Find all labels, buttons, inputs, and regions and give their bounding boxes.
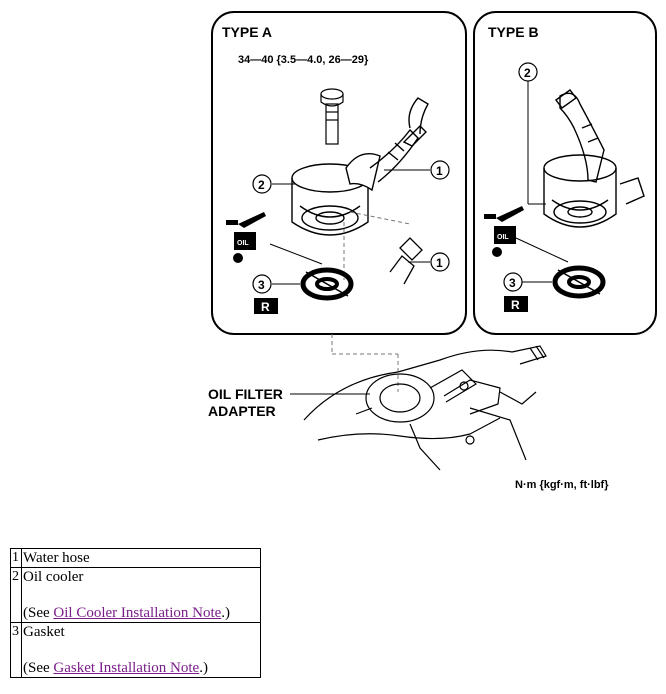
table-row: 3 Gasket (See Gasket Installation Note.)	[10, 622, 261, 678]
callout-2-a-text: 2	[258, 178, 265, 192]
oil-cooler-diagram: TYPE A TYPE B 34—40 {3.5—4.0, 26—29}	[208, 11, 657, 491]
callout-1-a-text: 1	[436, 164, 443, 178]
see-reference: (See Oil Cooler Installation Note.)	[23, 605, 231, 621]
callout-3-b	[503, 272, 523, 292]
adapter-label-line2: ADAPTER	[208, 403, 276, 419]
callout-3-b-text: 3	[509, 276, 516, 290]
see-reference: (See Gasket Installation Note.)	[23, 660, 208, 676]
bolt-drawing	[320, 88, 344, 145]
type-a-replace-text: R	[261, 300, 270, 314]
type-a-panel	[211, 11, 467, 335]
part-name-text: Oil cooler	[23, 569, 84, 585]
part-name: Water hose	[21, 548, 261, 568]
type-b-label: TYPE B	[488, 24, 539, 40]
parts-legend-table: 1 Water hose 2 Oil cooler (See Oil Coole…	[10, 548, 261, 678]
type-a-gasket-drawing	[300, 267, 354, 301]
adapter-label-line1: OIL FILTER	[208, 386, 283, 402]
callout-3-a-text: 3	[258, 278, 265, 292]
oil-cooler-installation-note-link[interactable]: Oil Cooler Installation Note	[53, 605, 222, 621]
type-b-replace-text: R	[511, 298, 520, 312]
engine-block-drawing	[303, 345, 547, 471]
callout-3-a	[252, 274, 272, 294]
type-a-oil-text: OIL	[237, 240, 249, 247]
part-number: 3	[10, 622, 22, 678]
type-b-oil-cooler-drawing	[543, 89, 645, 228]
type-b-replace-box	[504, 296, 528, 312]
callout-1-a	[430, 160, 450, 180]
callout-2-a	[252, 174, 272, 194]
part-name-text: Water hose	[23, 550, 90, 566]
type-b-oil-text: OIL	[497, 234, 509, 241]
part-number: 2	[10, 567, 22, 623]
part-name: Oil cooler (See Oil Cooler Installation …	[21, 567, 261, 623]
type-a-label: TYPE A	[222, 24, 272, 40]
part-name-text: Gasket	[23, 624, 65, 640]
type-b-oil-can-icon: OIL	[484, 206, 524, 257]
part-number: 1	[10, 548, 22, 568]
part-name: Gasket (See Gasket Installation Note.)	[21, 622, 261, 678]
gasket-installation-note-link[interactable]: Gasket Installation Note	[53, 660, 200, 676]
type-b-panel	[473, 11, 657, 335]
table-row: 1 Water hose	[10, 548, 261, 568]
type-b-gasket-drawing	[552, 265, 606, 299]
type-a-hose-clamp-drawing	[389, 237, 423, 285]
table-row: 2 Oil cooler (See Oil Cooler Installatio…	[10, 567, 261, 623]
units-label: N·m {kgf·m, ft·lbf}	[515, 479, 609, 491]
type-a-oil-can-icon: OIL	[226, 212, 266, 263]
type-a-leader-lines	[269, 169, 430, 285]
type-b-leader-lines	[515, 80, 569, 283]
type-a-replace-box	[254, 298, 278, 314]
callout-2-b-text: 2	[524, 66, 531, 80]
torque-spec: 34—40 {3.5—4.0, 26—29}	[238, 54, 369, 66]
callout-2-b	[518, 62, 538, 82]
callout-1-b	[430, 252, 450, 272]
alignment-dashed-lines	[331, 211, 411, 392]
callout-1-b-text: 1	[436, 256, 443, 270]
